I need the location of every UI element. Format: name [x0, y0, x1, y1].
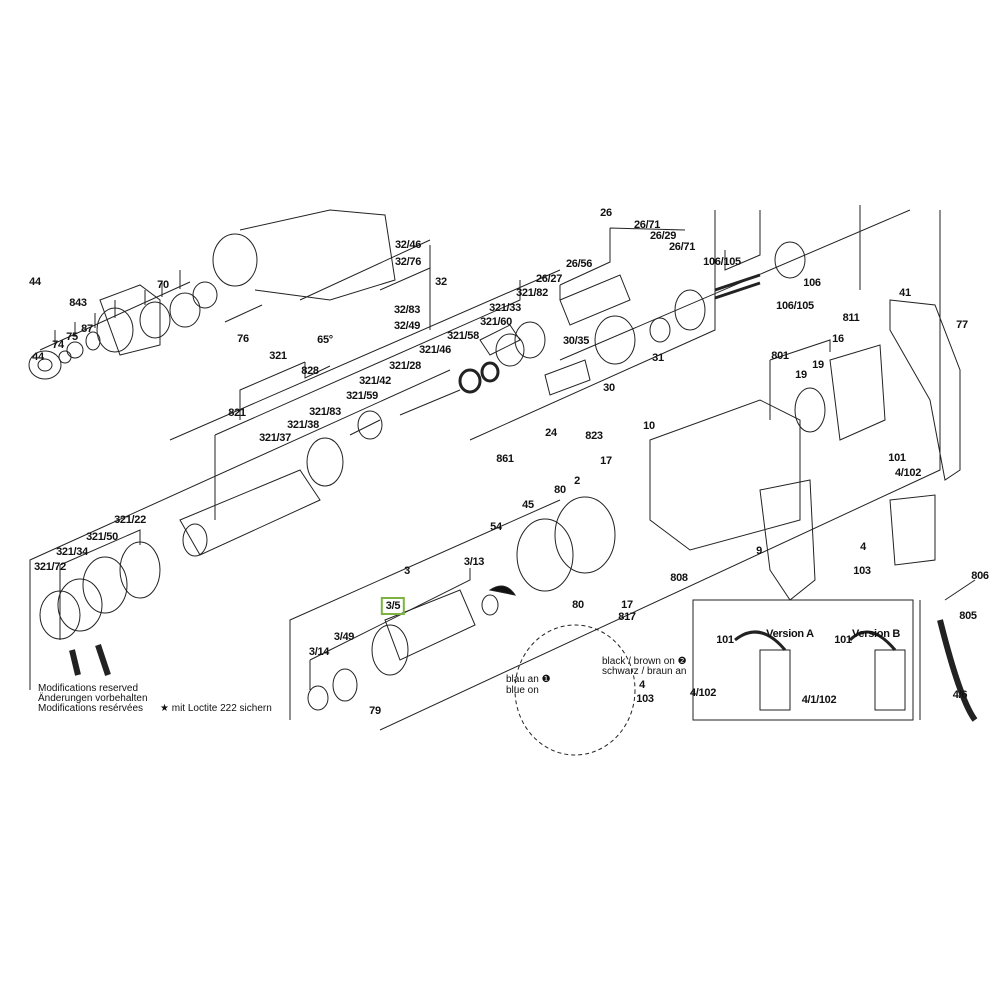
part-label[interactable]: 26/29 — [649, 230, 677, 242]
part-label[interactable]: 32 — [435, 276, 447, 288]
part-label[interactable]: 4/6 — [952, 689, 968, 701]
highlighted-part-label[interactable]: 3/5 — [380, 597, 406, 615]
part-label[interactable]: 801 — [771, 350, 789, 362]
frame-line — [289, 210, 941, 731]
part-label[interactable]: 321/50 — [86, 531, 118, 543]
part-label[interactable]: 823 — [585, 430, 603, 442]
part-label[interactable]: 17 — [621, 599, 633, 611]
part-label[interactable]: 861 — [496, 453, 514, 465]
part-label[interactable]: 26 — [600, 207, 612, 219]
part-label[interactable]: 9 — [756, 545, 762, 557]
part-label[interactable]: 26/71 — [633, 219, 661, 231]
part-label[interactable]: 19 — [812, 359, 824, 371]
part-label[interactable]: 32/83 — [393, 304, 421, 316]
part-label[interactable]: 32/49 — [393, 320, 421, 332]
modifications-note-fr: Modifications resérvées — [38, 703, 144, 714]
part-label[interactable]: 70 — [157, 279, 169, 291]
part-label[interactable]: 806 — [971, 570, 989, 582]
part-label[interactable]: 321/34 — [56, 546, 88, 558]
part-label[interactable]: 4/102 — [894, 467, 922, 479]
part-label[interactable]: 321/38 — [287, 419, 319, 431]
part-label[interactable]: 3/14 — [308, 646, 330, 658]
part-label[interactable]: 828 — [301, 365, 319, 377]
part-label[interactable]: 75 — [66, 331, 78, 343]
part-label[interactable]: 30/35 — [562, 335, 590, 347]
part-label[interactable]: 2 — [574, 475, 580, 487]
part-label[interactable]: 31 — [652, 352, 664, 364]
part-label[interactable]: 106/105 — [776, 300, 814, 312]
part-label[interactable]: 321/28 — [389, 360, 421, 372]
loctite-note: ★ mit Loctite 222 sichern — [160, 703, 272, 714]
part-label[interactable]: 808 — [670, 572, 688, 584]
modifications-note-de: Änderungen vorbehalten — [38, 693, 148, 704]
part-label[interactable]: 4/102 — [689, 687, 717, 699]
part-label[interactable]: 103 — [636, 693, 654, 705]
part-label[interactable]: 321/72 — [34, 561, 66, 573]
part-label[interactable]: 45 — [522, 499, 534, 511]
part-label[interactable]: 3 — [404, 565, 410, 577]
part-label[interactable]: 19 — [795, 369, 807, 381]
part-label[interactable]: 4/1/102 — [801, 694, 837, 706]
part-label[interactable]: 4 — [860, 541, 866, 553]
part-label[interactable]: 65° — [317, 334, 333, 346]
part-label[interactable]: 321/22 — [114, 514, 146, 526]
part-label[interactable]: 79 — [369, 705, 381, 717]
part-label[interactable]: 811 — [842, 312, 860, 324]
part-label[interactable]: 17 — [600, 455, 612, 467]
part-label[interactable]: 321/58 — [447, 330, 479, 342]
part-label[interactable]: 101 — [888, 452, 906, 464]
part-label[interactable]: 44 — [32, 351, 44, 363]
part-label[interactable]: 321/82 — [516, 287, 548, 299]
part-label[interactable]: 30 — [603, 382, 615, 394]
frame-line — [469, 209, 911, 441]
part-label[interactable]: 44 — [29, 276, 41, 288]
part-label[interactable]: 821 — [228, 407, 246, 419]
wiring-note-black-brown: black / brown on ❷ — [602, 656, 687, 667]
version-b-label: Version B — [851, 628, 901, 640]
part-label[interactable]: 101 — [716, 634, 734, 646]
part-label[interactable]: 321/37 — [259, 432, 291, 444]
part-label[interactable]: 805 — [959, 610, 977, 622]
part-label[interactable]: 24 — [545, 427, 557, 439]
part-label[interactable]: 76 — [237, 333, 249, 345]
part-label[interactable]: 321/33 — [489, 302, 521, 314]
part-label[interactable]: 26/27 — [535, 273, 563, 285]
part-label[interactable]: 321/46 — [419, 344, 451, 356]
part-label[interactable]: 321 — [269, 350, 287, 362]
part-label[interactable]: 3/13 — [463, 556, 485, 568]
part-label[interactable]: 4 — [639, 679, 645, 691]
part-label[interactable]: 817 — [618, 611, 636, 623]
part-label[interactable]: 54 — [490, 521, 502, 533]
wiring-note-blue: blue on — [506, 685, 539, 696]
wiring-note-schwarz-braun: schwarz / braun an — [602, 666, 687, 677]
part-label[interactable]: 41 — [899, 287, 911, 299]
version-a-label: Version A — [766, 628, 814, 640]
part-label[interactable]: 321/83 — [309, 406, 341, 418]
part-label[interactable]: 80 — [572, 599, 584, 611]
part-label[interactable]: 10 — [643, 420, 655, 432]
version-box — [692, 599, 914, 721]
part-label[interactable]: 843 — [69, 297, 87, 309]
part-label[interactable]: 103 — [853, 565, 871, 577]
frame-line — [29, 269, 561, 690]
part-label[interactable]: 106 — [803, 277, 821, 289]
part-label[interactable]: 26/56 — [565, 258, 593, 270]
part-label[interactable]: 26/71 — [668, 241, 696, 253]
part-label[interactable]: 321/42 — [359, 375, 391, 387]
part-label[interactable]: 32/46 — [394, 239, 422, 251]
part-label[interactable]: 106/105 — [703, 256, 741, 268]
part-label[interactable]: 321/59 — [346, 390, 378, 402]
modifications-note-en: Modifications reserved — [38, 683, 139, 694]
part-label[interactable]: 101 — [834, 634, 852, 646]
part-label[interactable]: 87 — [81, 323, 93, 335]
part-label[interactable]: 3/49 — [333, 631, 355, 643]
part-label[interactable]: 77 — [956, 319, 968, 331]
part-label[interactable]: 80 — [554, 484, 566, 496]
part-label[interactable]: 321/60 — [480, 316, 512, 328]
part-label[interactable]: 32/76 — [394, 256, 422, 268]
part-label[interactable]: 16 — [832, 333, 844, 345]
part-label[interactable]: 74 — [52, 339, 64, 351]
wiring-note-blau: blau an ❶ — [506, 674, 551, 685]
